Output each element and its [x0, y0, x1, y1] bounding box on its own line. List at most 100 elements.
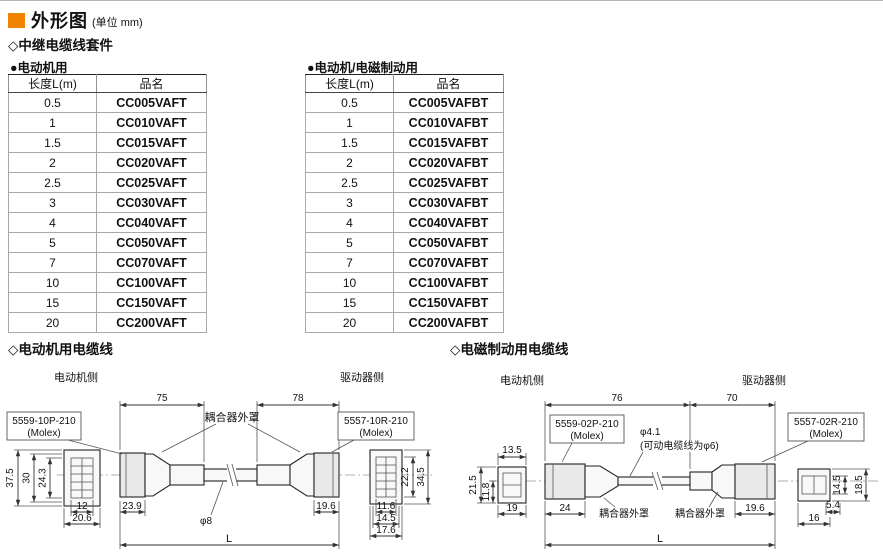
dim-label: 70 [726, 393, 738, 404]
dim-label: 13.5 [502, 445, 522, 456]
part-name-cell: CC015VAFBT [393, 132, 504, 153]
table-header-row: 长度L(m)品名 [305, 74, 504, 93]
dim-label: 22.2 [400, 467, 411, 487]
column-header: 长度L(m) [8, 74, 97, 93]
part-name-cell: CC010VAFT [96, 112, 207, 133]
dim-label: 11.6 [377, 501, 396, 512]
table-caption-motor-brake: ●电动机/电磁制动用 [307, 61, 419, 75]
length-cell: 20 [305, 312, 394, 333]
length-cell: 2.5 [8, 172, 97, 193]
dim-label: 21.5 [468, 475, 479, 495]
part-name-cell: CC020VAFBT [393, 152, 504, 173]
diagram-title-motor: ◇电动机用电缆线 [8, 342, 113, 357]
overall-length-label: L [657, 533, 663, 545]
connector-part-number-right: 5557-02R-210 [794, 417, 858, 428]
connector-label-box-right [337, 411, 415, 441]
part-name-cell: CC050VAFBT [393, 232, 504, 253]
length-cell: 2 [8, 152, 97, 173]
length-cell: 5 [8, 232, 97, 253]
dim-label: 24 [559, 503, 571, 514]
part-name-cell: CC005VAFT [96, 92, 207, 113]
coupler-cover-label: 耦合器外罩 [675, 507, 725, 520]
connector-part-number-right: 5557-10R-210 [344, 416, 408, 427]
dim-label: 20.6 [72, 513, 92, 524]
connector-label-box-left [549, 414, 625, 444]
part-name-cell: CC025VAFBT [393, 172, 504, 193]
part-name-cell: CC030VAFBT [393, 192, 504, 213]
length-cell: 5 [305, 232, 394, 253]
page-header: 外形图 (单位 mm) [8, 7, 143, 33]
dim-label: 11.8 [481, 482, 492, 501]
connector-maker-right: (Molex) [809, 429, 842, 440]
dim-label: 37.5 [5, 468, 16, 488]
length-cell: 1.5 [8, 132, 97, 153]
part-name-cell: CC200VAFT [96, 312, 207, 333]
motor-connector-side-view [544, 463, 586, 500]
part-name-cell: CC040VAFT [96, 212, 207, 233]
column-header: 品名 [393, 74, 504, 93]
length-cell: 1 [305, 112, 394, 133]
dim-label: 34.5 [416, 467, 427, 487]
strain-relief-right [256, 464, 291, 486]
table-caption-motor: ●电动机用 [10, 61, 68, 75]
cable-break-mark [226, 463, 234, 487]
part-name-cell: CC030VAFT [96, 192, 207, 213]
length-cell: 3 [8, 192, 97, 213]
motor-connector-front-view [497, 466, 527, 504]
title-accent-square [8, 12, 25, 28]
column-header: 品名 [96, 74, 207, 93]
dim-label: 18.5 [854, 475, 865, 495]
length-cell: 0.5 [305, 92, 394, 113]
part-name-cell: CC025VAFT [96, 172, 207, 193]
connector-part-number-left: 5559-10P-210 [12, 416, 76, 427]
part-name-cell: CC015VAFT [96, 132, 207, 153]
length-cell: 7 [305, 252, 394, 273]
driver-side-label: 驱动器侧 [340, 371, 384, 384]
cable-diameter-note: (可动电缆线为φ6) [640, 439, 719, 452]
dim-label: φ8 [200, 516, 212, 527]
driver-connector-side-view [313, 452, 340, 498]
driver-side-label: 驱动器侧 [742, 374, 786, 387]
part-name-cell: CC150VAFT [96, 292, 207, 313]
dim-label: 19.6 [745, 503, 765, 514]
part-name-cell: CC100VAFBT [393, 272, 504, 293]
dim-label: 78 [292, 393, 304, 404]
part-name-cell: CC070VAFT [96, 252, 207, 273]
strain-relief-left [169, 464, 205, 486]
strain-relief-right [689, 471, 713, 491]
coupler-cover-label: 耦合器外罩 [205, 410, 260, 424]
dim-label: 14.5 [376, 513, 396, 524]
dim-label: 5.4 [826, 500, 840, 511]
connector-maker-left: (Molex) [27, 428, 60, 439]
part-name-cell: CC050VAFT [96, 232, 207, 253]
connector-label-box-right [787, 412, 865, 442]
motor-connector-side-view [119, 452, 146, 498]
length-cell: 1 [8, 112, 97, 133]
dim-label: 17.6 [376, 525, 396, 536]
cable-diameter-label: φ4.1 [640, 427, 661, 438]
dim-label: 30 [22, 472, 33, 484]
part-name-cell: CC150VAFBT [393, 292, 504, 313]
dim-label: 24.3 [38, 468, 49, 488]
part-name-cell: CC200VAFBT [393, 312, 504, 333]
length-cell: 20 [8, 312, 97, 333]
